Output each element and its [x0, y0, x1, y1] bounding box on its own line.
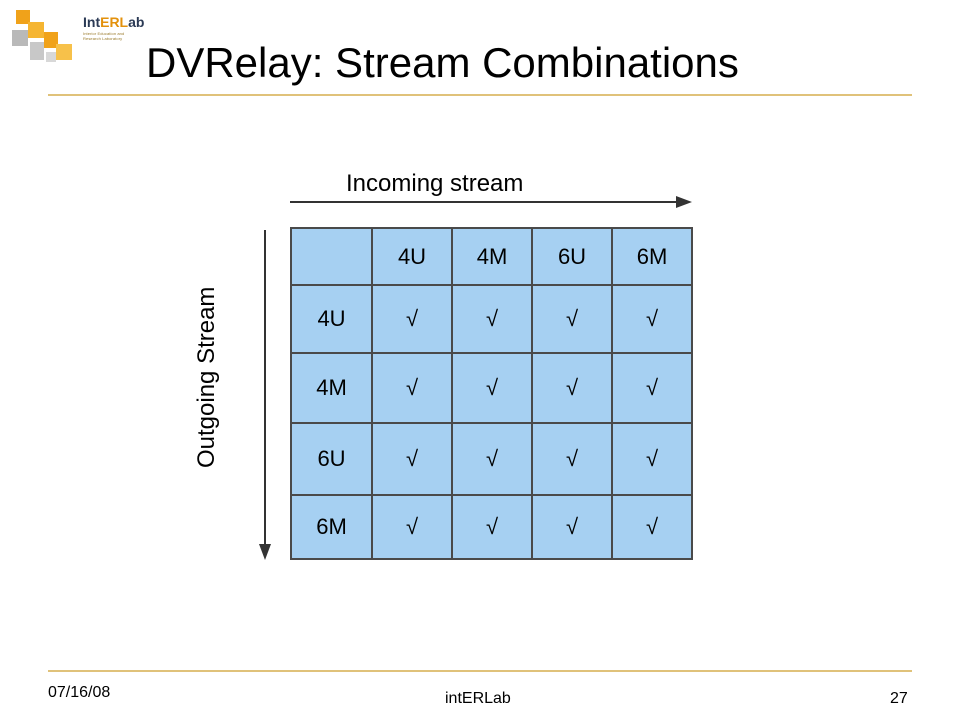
- outgoing-stream-label: Outgoing Stream: [193, 286, 220, 468]
- footer-divider: [48, 670, 912, 672]
- check-cell: √: [371, 284, 453, 354]
- stream-combination-matrix: 4U 4M 6U 6M 4U √ √ √ √ 4M √ √ √ √ 6U √ √…: [290, 227, 693, 560]
- logo-tagline: Interior Education and Research Laborato…: [83, 31, 125, 41]
- slide-title: DVRelay: Stream Combinations: [146, 39, 739, 86]
- check-cell: √: [371, 422, 453, 496]
- incoming-stream-label: Incoming stream: [346, 170, 524, 197]
- column-header: 6M: [611, 227, 693, 286]
- row-header: 6U: [290, 422, 373, 496]
- row-header: 4M: [290, 352, 373, 424]
- intERLab-logo: IntERLab Interior Education and Research…: [8, 4, 144, 76]
- check-cell: √: [611, 352, 693, 424]
- check-cell: √: [451, 494, 533, 560]
- matrix-row: 4U √ √ √ √: [290, 284, 693, 354]
- check-cell: √: [451, 352, 533, 424]
- check-cell: √: [531, 284, 613, 354]
- footer-date: 07/16/08: [48, 684, 111, 701]
- outgoing-arrow-icon: [259, 230, 271, 560]
- cubes-logo-icon: [12, 10, 72, 62]
- check-cell: √: [611, 494, 693, 560]
- header-row: 4U 4M 6U 6M: [290, 227, 693, 286]
- check-cell: √: [451, 422, 533, 496]
- column-header: 4U: [371, 227, 453, 286]
- column-header: 6U: [531, 227, 613, 286]
- logo-wordmark: IntERLab: [83, 14, 145, 30]
- check-cell: √: [451, 284, 533, 354]
- check-cell: √: [531, 422, 613, 496]
- column-header: 4M: [451, 227, 533, 286]
- check-cell: √: [531, 352, 613, 424]
- check-cell: √: [371, 352, 453, 424]
- incoming-arrow-icon: [290, 196, 692, 208]
- row-header: 4U: [290, 284, 373, 354]
- matrix-row: 4M √ √ √ √: [290, 352, 693, 424]
- footer-org: intERLab: [445, 690, 511, 707]
- check-cell: √: [531, 494, 613, 560]
- check-cell: √: [611, 422, 693, 496]
- matrix-row: 6U √ √ √ √: [290, 422, 693, 496]
- corner-cell: [290, 227, 373, 286]
- check-cell: √: [371, 494, 453, 560]
- check-cell: √: [611, 284, 693, 354]
- matrix-row: 6M √ √ √ √: [290, 494, 693, 560]
- page-number: 27: [890, 690, 908, 707]
- title-divider: [48, 94, 912, 96]
- row-header: 6M: [290, 494, 373, 560]
